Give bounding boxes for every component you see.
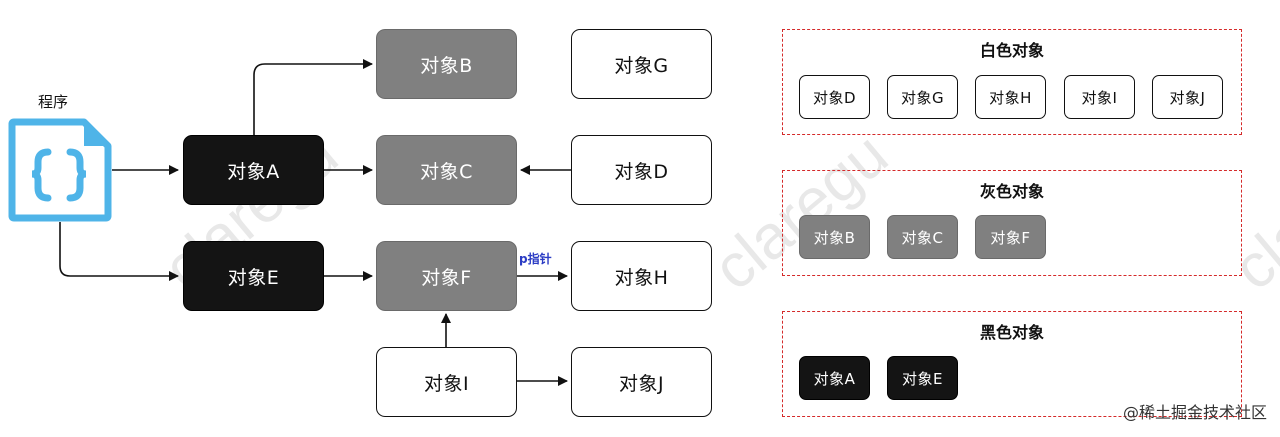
code-document-icon (8, 118, 112, 222)
node-object-h: 对象H (571, 241, 712, 311)
legend-chip-white: 对象I (1064, 75, 1135, 119)
legend-chip-white: 对象D (799, 75, 870, 119)
legend-chip-white: 对象H (975, 75, 1046, 119)
legend-chip-black: 对象E (887, 356, 958, 400)
node-object-a: 对象A (183, 135, 324, 205)
node-object-j: 对象J (571, 347, 712, 417)
node-object-g: 对象G (571, 29, 712, 99)
legend-gray-objects: 灰色对象 (782, 170, 1242, 276)
node-object-c: 对象C (376, 135, 517, 205)
edge-a-to-b (253, 59, 373, 135)
site-watermark: @稀土掘金技术社区 (1122, 403, 1267, 422)
program-label: 程序 (38, 93, 69, 111)
legend-chip-white: 对象J (1152, 75, 1223, 119)
legend-black-title: 黑色对象 (979, 323, 1044, 342)
node-object-b: 对象B (376, 29, 517, 99)
legend-gray-title: 灰色对象 (979, 182, 1044, 201)
legend-white-objects: 白色对象 (782, 29, 1242, 135)
legend-chip-gray: 对象C (887, 215, 958, 259)
node-object-i: 对象I (376, 347, 517, 417)
node-object-d: 对象D (571, 135, 712, 205)
pointer-label: p指针 (519, 252, 552, 266)
legend-black-objects: 黑色对象 (782, 311, 1242, 417)
legend-chip-white: 对象G (887, 75, 958, 119)
node-object-f: 对象F (376, 241, 517, 311)
edge-program-to-e (59, 222, 179, 281)
legend-chip-black: 对象A (799, 356, 870, 400)
node-object-e: 对象E (183, 241, 324, 311)
legend-chip-gray: 对象B (799, 215, 870, 259)
legend-chip-gray: 对象F (975, 215, 1046, 259)
legend-white-title: 白色对象 (979, 41, 1044, 60)
